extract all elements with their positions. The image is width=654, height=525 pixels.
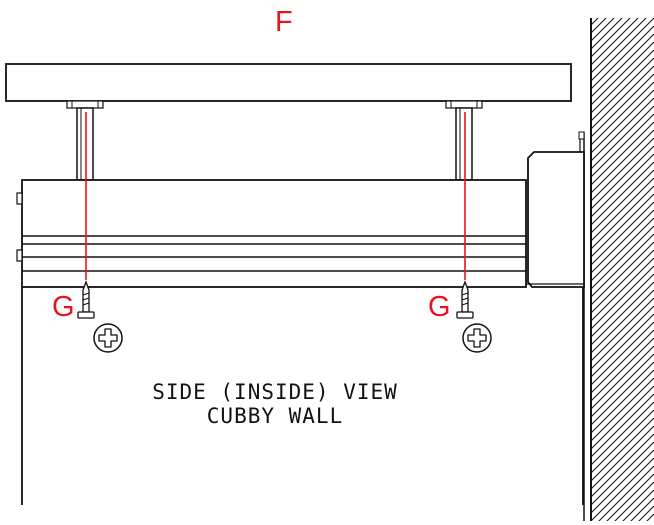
- right-phillips-head-icon: [462, 323, 492, 353]
- hatched-wall: [591, 18, 654, 521]
- cubby-top-rail: [16, 179, 527, 288]
- left-screw-label-g: G: [52, 291, 75, 323]
- shelf-label-f: F: [275, 6, 293, 38]
- right-screw-icon: [456, 280, 474, 319]
- caption-line-1: SIDE (INSIDE) VIEW: [152, 380, 398, 404]
- shelf-board: [5, 63, 572, 102]
- right-screw-label-g: G: [428, 291, 451, 323]
- caption-line-2: CUBBY WALL: [206, 404, 344, 428]
- right-standoff: [445, 100, 483, 181]
- left-phillips-head-icon: [93, 323, 123, 353]
- wall-bracket: [526, 131, 585, 288]
- left-screw-icon: [77, 280, 95, 319]
- left-standoff: [66, 100, 104, 181]
